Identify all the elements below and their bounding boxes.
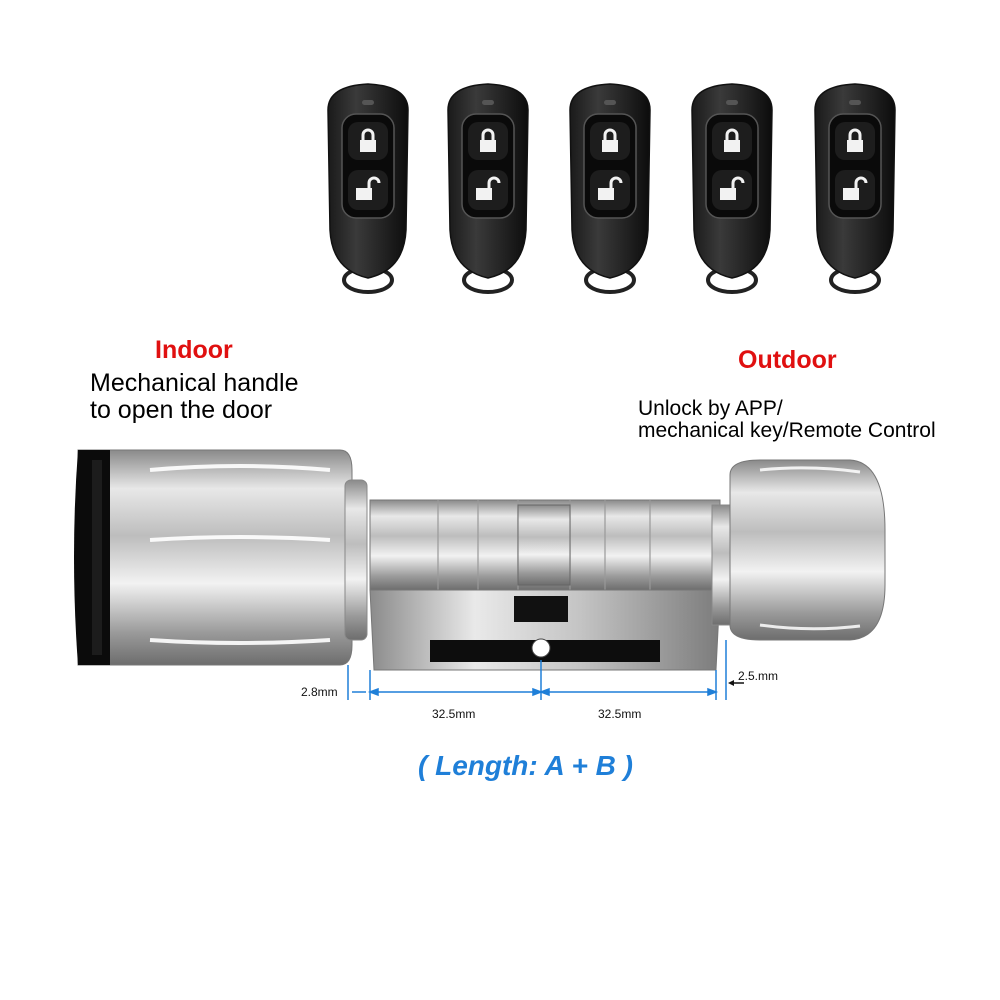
segment-a-label: 32.5mm [432,707,476,721]
left-offset-label: 2.8mm [301,685,338,699]
segment-b-label: 32.5mm [598,707,642,721]
remote-control [446,82,530,294]
outdoor-desc-line2: mechanical key/Remote Control [638,419,936,442]
remote-controls-row [0,80,1000,300]
indoor-title: Indoor [155,336,233,364]
indoor-desc-line2: to open the door [90,396,273,424]
right-offset-label: 2.5.mm [738,669,779,683]
length-caption: ( Length: A + B ) [418,750,633,781]
indoor-desc-line1: Mechanical handle [90,369,299,397]
dimension-lines [347,640,744,700]
outdoor-title: Outdoor [738,346,837,374]
remote-control [690,82,774,294]
outdoor-desc-line1: Unlock by APP/ [638,397,783,420]
indoor-knob [74,449,368,666]
lock-cylinder-diagram [74,449,886,700]
remote-control [326,82,410,294]
outdoor-knob [711,459,886,641]
remote-control [568,82,652,294]
cylinder-body [369,499,721,671]
remote-control [813,82,897,294]
